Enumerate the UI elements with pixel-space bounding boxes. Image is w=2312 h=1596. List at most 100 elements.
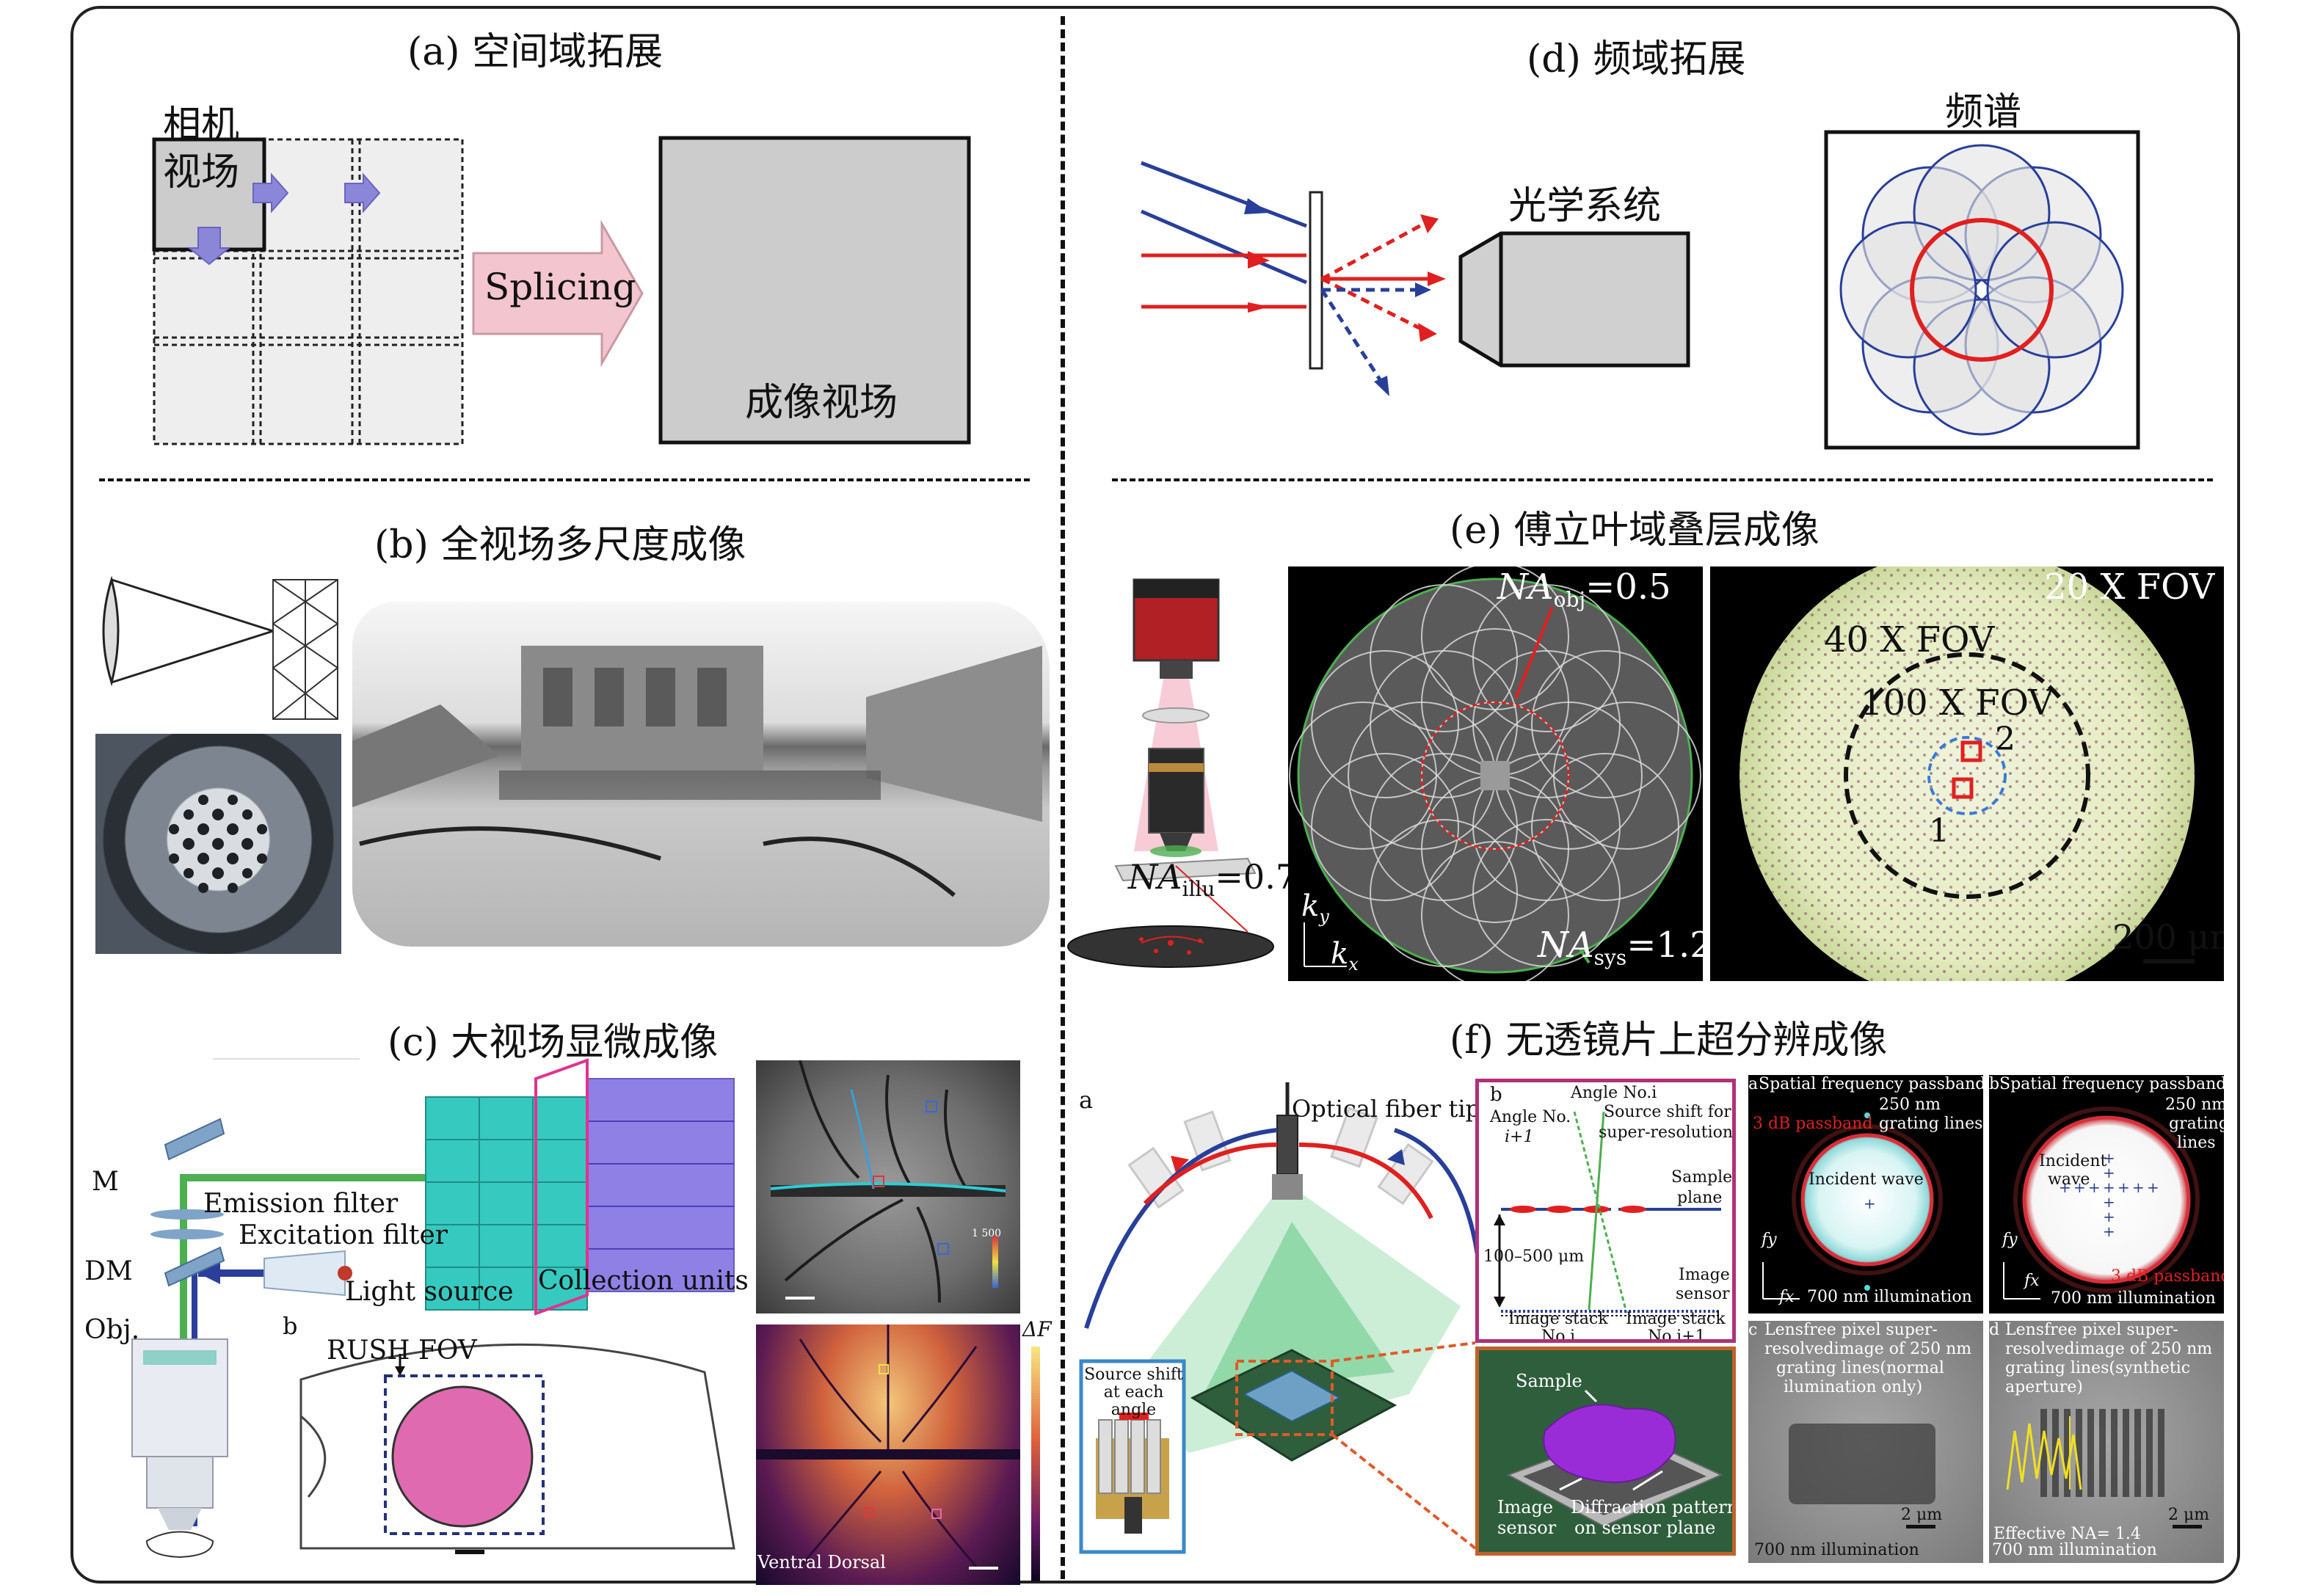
- ky-label: ky: [1301, 889, 1329, 927]
- svg-text:+: +: [2103, 1193, 2115, 1211]
- optics-label: 光学系统: [1508, 184, 1662, 228]
- velocity-scale-label: 1 500: [972, 1228, 1002, 1239]
- sample-plane-label-2: plane: [1677, 1189, 1723, 1207]
- img-c-illum: 700 nm illumination: [1754, 1541, 1919, 1559]
- panel-a-title: (a) 空间域拓展: [407, 30, 664, 74]
- svg-text:+: +: [2103, 1149, 2115, 1167]
- img-d-tag: d: [1989, 1321, 2000, 1339]
- spec-b-illum: 700 nm illumination: [2051, 1289, 2216, 1308]
- move-right-arrow-2: [344, 172, 381, 214]
- svg-text:+: +: [2088, 1178, 2101, 1196]
- result-label: 成像视场: [745, 381, 898, 425]
- lensfree-image-d: d Lensfree pixel super- resolvedimage of…: [1989, 1321, 2224, 1563]
- fpm-setup-diagram: [1067, 578, 1274, 968]
- spec-a-grating-2: grating lines: [1879, 1115, 1983, 1133]
- source-shift-label: Source shift at each angle: [1084, 1366, 1183, 1420]
- splicing-label: Splicing: [484, 266, 636, 308]
- svg-text:+: +: [2103, 1164, 2115, 1181]
- spec-b-grating-3: lines: [2177, 1134, 2216, 1152]
- img-d-na: Effective NA= 1.4: [1993, 1525, 2141, 1543]
- img-d-line3: grating lines(synthetic: [2005, 1359, 2191, 1377]
- label-rush-fov: RUSH FOV: [327, 1336, 477, 1366]
- fourier-spectrum-image: NAobj=0.5 NAsys=1.2 ky kx: [1288, 566, 1703, 981]
- delta-f-colorbar: [1031, 1347, 1040, 1581]
- scale-bar-label: 200 μm: [2112, 917, 2224, 957]
- panel-e-title: (e) 傅立叶域叠层成像: [1450, 509, 1820, 553]
- label-light-source: Light source: [345, 1277, 514, 1307]
- diffraction-label-2: on sensor plane: [1574, 1517, 1716, 1538]
- label-excitation-filter: Excitation filter: [239, 1220, 448, 1250]
- result-fov-box: [658, 136, 971, 445]
- label-m: M: [92, 1167, 119, 1197]
- dichroic-mirror: [164, 1246, 225, 1287]
- image-sensor-3d-label-2: sensor: [1497, 1517, 1557, 1538]
- vertical-separator: [1061, 16, 1065, 1579]
- na-obj-label: NAobj=0.5: [1497, 566, 1671, 612]
- img-c-line4: ilumination only): [1784, 1378, 1923, 1396]
- microscope-setup-diagram: [131, 1058, 735, 1559]
- panel-c-title: (c) 大视场显微成像: [388, 1021, 719, 1065]
- splicing-arrow: [472, 219, 644, 368]
- spec-b-tag: b: [1989, 1075, 2000, 1093]
- img-c-line2: resolvedimage of 250 nm: [1764, 1340, 1972, 1358]
- spec-a-incident: Incident wave: [1808, 1170, 1924, 1189]
- sensor-3d-box: Sample Image sensor Diffraction pattern …: [1475, 1347, 1736, 1556]
- frequency-extension-diagram: [1141, 130, 2140, 450]
- figure-frame: [70, 6, 2240, 1584]
- panel-b-title: (b) 全视场多尺度成像: [374, 523, 746, 567]
- img-c-tag: c: [1748, 1321, 1758, 1339]
- svg-text:+: +: [2132, 1178, 2145, 1196]
- fpm-reconstruction-image: 20 X FOV 40 X FOV 100 X FOV 1 2 200 μm: [1710, 566, 2224, 981]
- svg-text:+: +: [2103, 1208, 2115, 1225]
- spec-b-fy: fy: [2002, 1231, 2018, 1249]
- label-delta-f: ΔF: [1022, 1317, 1052, 1341]
- spec-a-grating: 250 nm: [1879, 1096, 1941, 1114]
- svg-text:+: +: [1864, 1195, 1876, 1212]
- spec-b-passband: 3 dB passband: [2111, 1267, 2224, 1286]
- svg-text:+: +: [2059, 1178, 2071, 1196]
- cortex-vessel-image: 1 500: [756, 1060, 1020, 1313]
- na-illu-label: NAillu=0.7: [1128, 857, 1298, 902]
- move-right-arrow-1: [252, 172, 289, 214]
- light-source: [263, 1250, 346, 1297]
- angle-i1b-label: i+1: [1505, 1128, 1534, 1146]
- camera-label-2: 视场: [163, 150, 240, 194]
- panel-a-diagram: [152, 136, 971, 445]
- spectrum-label: 频谱: [1945, 90, 2022, 134]
- mark-1-label: 1: [1929, 812, 1949, 850]
- separator-d-e: [1112, 478, 2213, 481]
- stack-i1-label-2: No.i+1: [1648, 1327, 1706, 1343]
- angle-i1-label: Angle No.: [1490, 1108, 1571, 1126]
- panel-f-title: (f) 无透镜片上超分辨成像: [1450, 1019, 1888, 1063]
- svg-text:+: +: [2073, 1178, 2086, 1196]
- sample-label: Sample: [1516, 1371, 1582, 1391]
- spec-a-illum: 700 nm illumination: [1807, 1288, 1972, 1306]
- super-res-label: super-resolution: [1599, 1123, 1734, 1142]
- img-c-line1: Lensfree pixel super-: [1764, 1321, 1938, 1339]
- label-collection-units: Collection units: [538, 1266, 749, 1296]
- spec-b-title: Spatial frequency passband: [1999, 1075, 2224, 1093]
- svg-text:+: +: [2117, 1178, 2130, 1196]
- fov-100-label: 100 X FOV: [1861, 682, 2054, 724]
- distance-label: 100–500 μm: [1483, 1247, 1585, 1266]
- kx-label: kx: [1331, 937, 1359, 974]
- spec-b-grating: 250 nm: [2165, 1096, 2224, 1114]
- spec-b-incident: Incident: [2039, 1152, 2107, 1170]
- img-d-scale: 2 μm: [2168, 1506, 2210, 1524]
- spectrum-circles: [1839, 144, 2124, 436]
- spectrum-center-circle: [1910, 218, 2054, 362]
- fov-40-label: 40 X FOV: [1824, 619, 1995, 660]
- passband-image-a: + a Spatial frequency passband 250 nm gr…: [1748, 1075, 1983, 1313]
- optical-system: [1458, 231, 1690, 368]
- label-obj: Obj.: [84, 1315, 140, 1345]
- passband-image-b: +++++++ +++++ b Spatial frequency passba…: [1989, 1075, 2224, 1313]
- source-shift-for-label: Source shift for: [1604, 1103, 1731, 1121]
- cortex-fluorescence-image: Ventral Dorsal: [756, 1324, 1020, 1585]
- geometry-box: b Angle No.i Angle No. i+1 Source shift …: [1475, 1079, 1736, 1343]
- spec-b-grating-2: grating: [2169, 1115, 2224, 1133]
- svg-text:+: +: [2147, 1178, 2159, 1196]
- lensfree-image-c: c Lensfree pixel super- resolvedimage of…: [1748, 1321, 1983, 1563]
- lens-array-diagram: [102, 575, 339, 720]
- spec-a-title: Spatial frequency passband: [1759, 1075, 1983, 1093]
- sample-plane-label: Sample: [1671, 1168, 1733, 1187]
